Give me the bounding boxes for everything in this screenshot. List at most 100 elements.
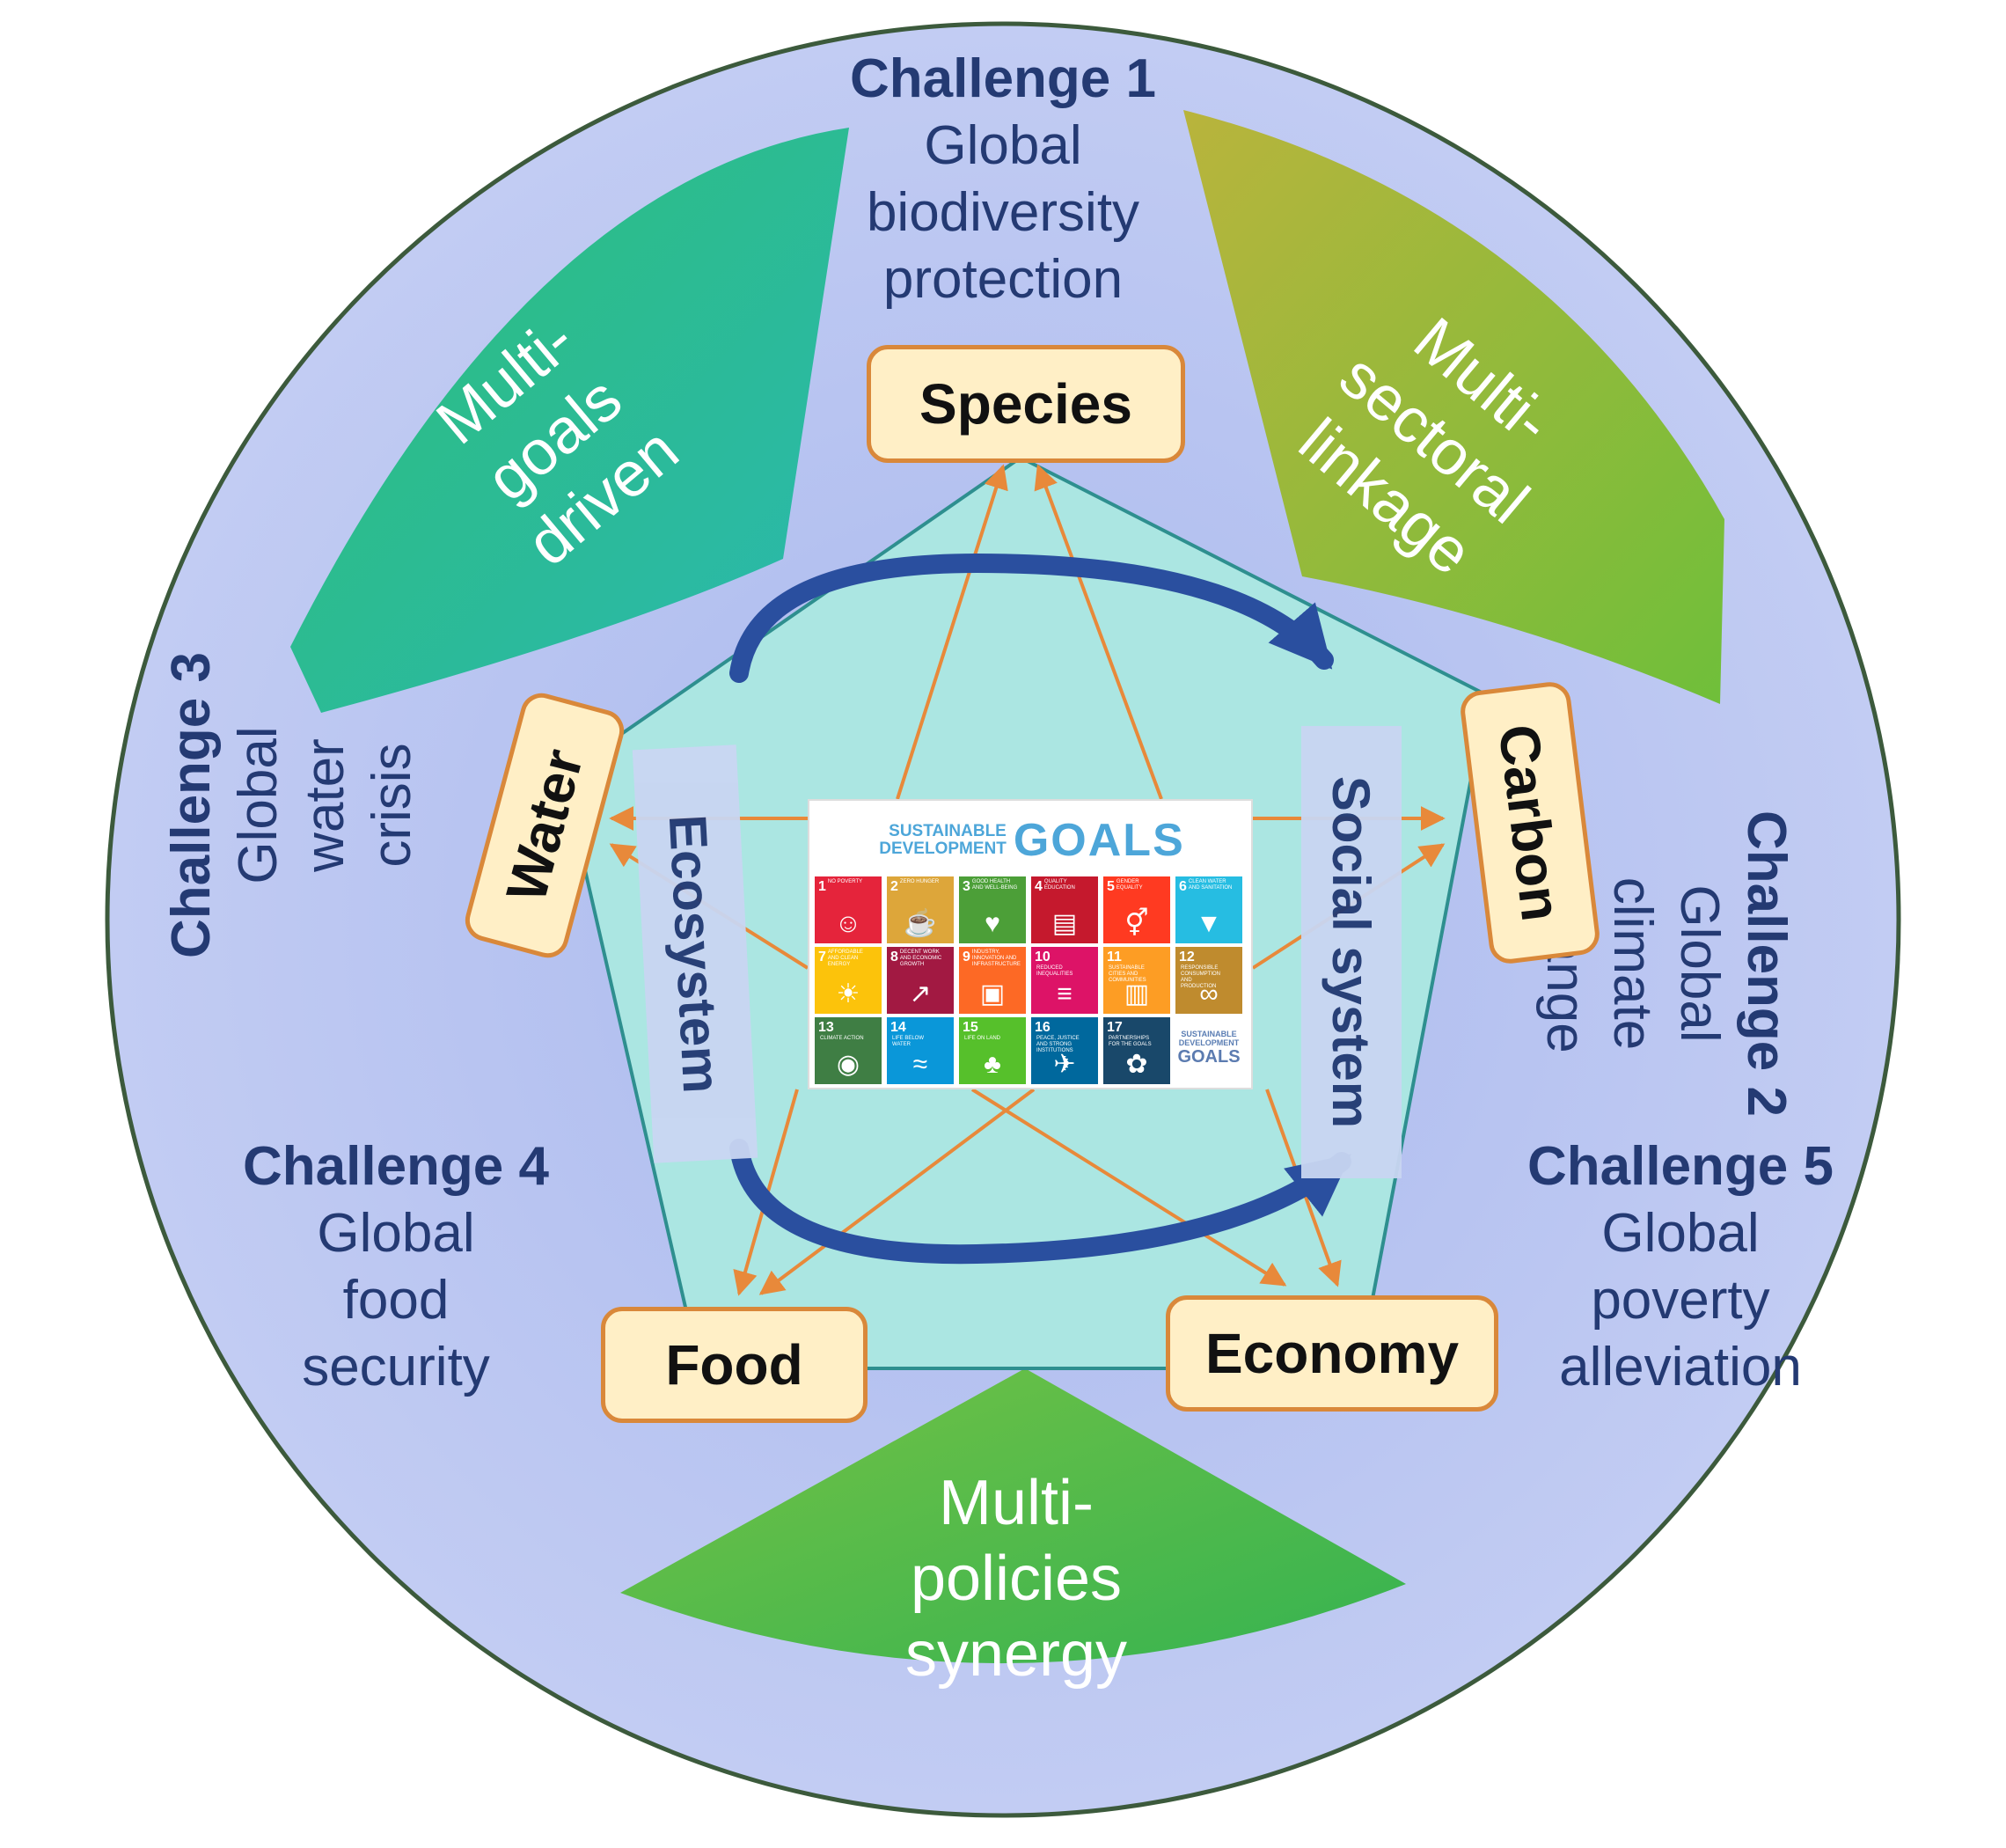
heartbeat-icon: ♥	[985, 909, 1000, 938]
sdg-tile-number: 1	[818, 879, 826, 894]
sdg-tile-label: INDUSTRY, INNOVATION AND INFRASTRUCTURE	[971, 950, 1021, 967]
dove-icon: ✈	[1053, 1050, 1076, 1079]
sdg-tile: 12RESPONSIBLE CONSUMPTION AND PRODUCTION…	[1175, 947, 1242, 1014]
sdg-tile-number: 8	[890, 950, 898, 964]
challenge-3: Challenge 3 Global water crisis	[158, 541, 440, 1069]
sdg-tile-number: 17	[1107, 1020, 1123, 1035]
sdg-tile-number: 2	[890, 879, 898, 894]
node-species: Species	[867, 345, 1185, 463]
sdg-tile-label: GENDER EQUALITY	[1116, 879, 1143, 891]
sdg-header: SUSTAINABLE DEVELOPMENT GOALS	[809, 810, 1255, 871]
challenge-5: Challenge 5 Global poverty alleviation	[1478, 1133, 1883, 1401]
bowl-icon: ☕	[904, 909, 937, 938]
sdg-tile-label: DECENT WORK AND ECONOMIC GROWTH	[899, 950, 942, 967]
challenge-1-line: Global	[924, 115, 1082, 176]
tree-icon: ♣	[984, 1050, 1001, 1079]
water-drop-icon: ▼	[1196, 909, 1222, 938]
challenge-4-line: food	[342, 1270, 450, 1331]
cubes-icon: ▣	[979, 979, 1006, 1008]
sdg-tile-number: 3	[963, 879, 970, 894]
social-system-label: Social system	[1301, 726, 1402, 1178]
challenge-3-title: Challenge 3	[161, 652, 222, 958]
challenge-3-line: water	[295, 738, 355, 872]
petal-line: synergy	[904, 1619, 1128, 1690]
challenge-4-line: security	[302, 1337, 490, 1397]
link-arrow	[758, 1088, 1036, 1295]
link-arrow	[1034, 464, 1163, 800]
petal-line: policies	[910, 1544, 1123, 1614]
sdg-tile-number: 7	[818, 950, 826, 964]
challenge-1-line: biodiversity	[866, 182, 1140, 243]
challenge-1-line: protection	[882, 249, 1124, 310]
challenge-5-line: Global	[1601, 1203, 1760, 1264]
blue-arrow-top	[729, 553, 1334, 683]
sdg-tile-number: 14	[890, 1020, 906, 1035]
sdg-tile-number: 16	[1035, 1020, 1051, 1035]
sdg-tile-label: NO POVERTY	[827, 879, 863, 884]
sdg-tile-number: 9	[963, 950, 970, 964]
sdg-tile-label: LIFE ON LAND	[964, 1036, 1001, 1041]
sdg-tile-number: 13	[818, 1020, 834, 1035]
gender-icon: ⚥	[1124, 909, 1149, 938]
petal-label-policies: Multi- policies synergy	[823, 1465, 1210, 1692]
challenge-1-title: Challenge 1	[850, 48, 1156, 109]
sdg-tile: 11SUSTAINABLE CITIES AND COMMUNITIES▥	[1103, 947, 1170, 1014]
sdg-tile-label: CLEAN WATER AND SANITATION	[1188, 879, 1233, 891]
book-icon: ▤	[1051, 909, 1078, 938]
sdg-tile-number: 5	[1107, 879, 1115, 894]
sdg-logo-big: GOALS	[1177, 1047, 1241, 1067]
challenge-4-line: Global	[317, 1203, 475, 1264]
sdg-logo-small: SUSTAINABLE DEVELOPMENT	[1178, 1030, 1240, 1047]
eye-globe-icon: ◉	[836, 1050, 860, 1079]
sdg-tile-number: 15	[963, 1020, 978, 1035]
link-arrow	[896, 464, 1008, 800]
sdg-tile-label: LIFE BELOW WATER	[892, 1036, 925, 1047]
infinity-icon: ∞	[1199, 979, 1219, 1008]
sdg-header-big: GOALS	[1013, 815, 1185, 866]
growth-chart-icon: ↗	[909, 979, 932, 1008]
challenge-5-title: Challenge 5	[1527, 1136, 1834, 1197]
sdg-tile-label: REDUCED INEQUALITIES	[1036, 965, 1073, 977]
sdg-tile-number: 10	[1035, 950, 1051, 964]
people-icon: ☺	[834, 909, 862, 938]
sdg-header-small: SUSTAINABLE DEVELOPMENT	[879, 823, 1007, 858]
ecosystem-label: Ecosystem	[632, 744, 758, 1163]
challenge-5-line: poverty	[1591, 1270, 1770, 1331]
sdg-tile-label: CLIMATE ACTION	[820, 1036, 864, 1041]
sdg-tile-label: PARTNERSHIPS FOR THE GOALS	[1109, 1036, 1152, 1047]
challenge-3-line: Global	[228, 726, 289, 884]
sdg-tile-label: SUSTAINABLE CITIES AND COMMUNITIES	[1109, 965, 1146, 983]
sdg-header-small-line: SUSTAINABLE	[889, 822, 1007, 840]
challenge-4-title: Challenge 4	[243, 1136, 549, 1197]
petal-multi-sectoral	[1183, 110, 1724, 704]
equal-icon: ≡	[1057, 979, 1073, 1008]
node-economy: Economy	[1166, 1295, 1498, 1412]
sdg-tile-label: RESPONSIBLE CONSUMPTION AND PRODUCTION	[1181, 965, 1220, 989]
sdg-tile-number: 4	[1035, 879, 1043, 894]
flower-icon: ✿	[1125, 1050, 1148, 1079]
challenge-1: Challenge 1 Global biodiversity protecti…	[792, 46, 1214, 313]
petal-multi-goals	[290, 128, 849, 713]
sdg-tile-label: PEACE, JUSTICE AND STRONG INSTITUTIONS	[1036, 1036, 1080, 1053]
sdg-tile-number: 12	[1179, 950, 1195, 964]
fish-icon: ≈	[912, 1050, 928, 1079]
challenge-3-line: crisis	[362, 743, 422, 868]
sdg-tile: 15LIFE ON LAND ♣	[959, 1017, 1026, 1084]
sdg-tile-label: QUALITY EDUCATION	[1043, 879, 1075, 891]
link-arrow	[970, 1088, 1287, 1287]
sdg-tile: 13CLIMATE ACTION ◉	[815, 1017, 882, 1084]
sdg-tile: 14LIFE BELOW WATER ≈	[887, 1017, 954, 1084]
sdg-tile: 16PEACE, JUSTICE AND STRONG INSTITUTIONS…	[1031, 1017, 1098, 1084]
blue-arrow-bottom	[729, 1139, 1351, 1265]
